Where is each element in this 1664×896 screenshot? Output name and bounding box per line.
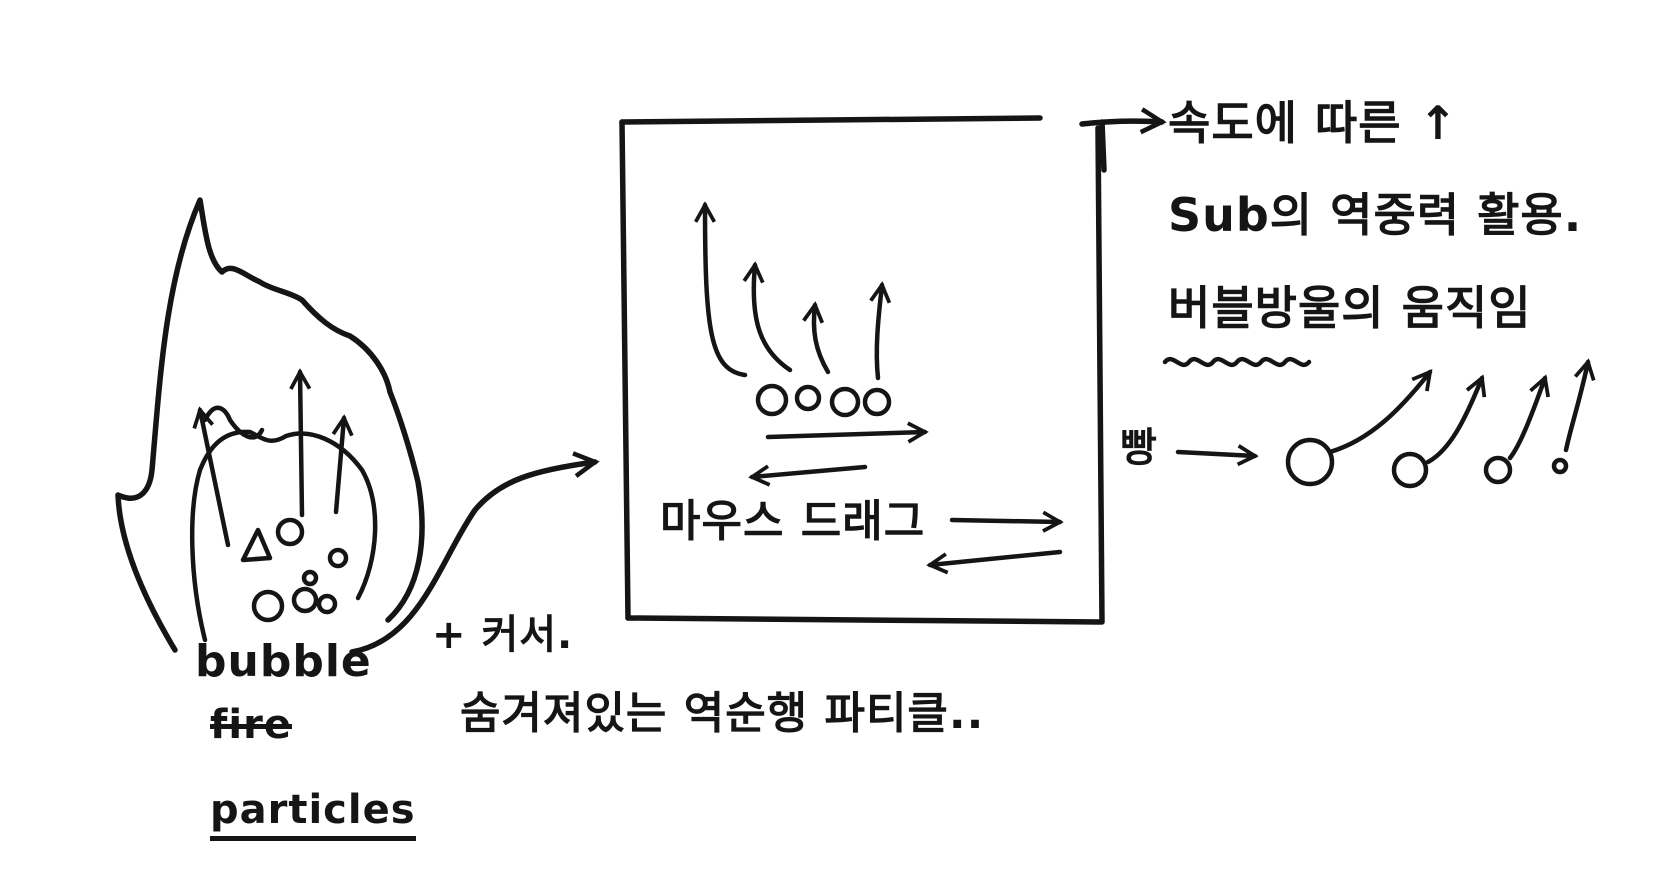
inner-circle xyxy=(189,429,378,643)
word-particles: particles xyxy=(210,790,416,841)
bbang-bubbles xyxy=(1175,362,1588,489)
note-line-3: 버블방울의 움직임 xyxy=(1168,281,1532,335)
note-line-2: Sub의 역중력 활용. xyxy=(1168,188,1583,242)
mouse-drag-label: 마우스 드래그 xyxy=(660,496,926,547)
canvas-box xyxy=(619,115,1105,625)
arrow-to-notes xyxy=(1079,121,1162,124)
word-bubble: bubble xyxy=(195,636,372,687)
hidden-pattern-note: 숨겨져있는 역순행 파티클.. xyxy=(460,688,985,739)
plus-cursor-note: + 커서. xyxy=(432,612,574,658)
note-line-1: 속도에 따른 ↑ xyxy=(1168,96,1459,150)
arrow-to-box xyxy=(349,462,595,655)
flame-drawing xyxy=(115,197,425,653)
word-fire: fire xyxy=(210,702,292,748)
flame-outline xyxy=(115,197,425,653)
bbang-label: 빵 xyxy=(1120,425,1158,471)
squiggle-underline xyxy=(1162,356,1312,368)
